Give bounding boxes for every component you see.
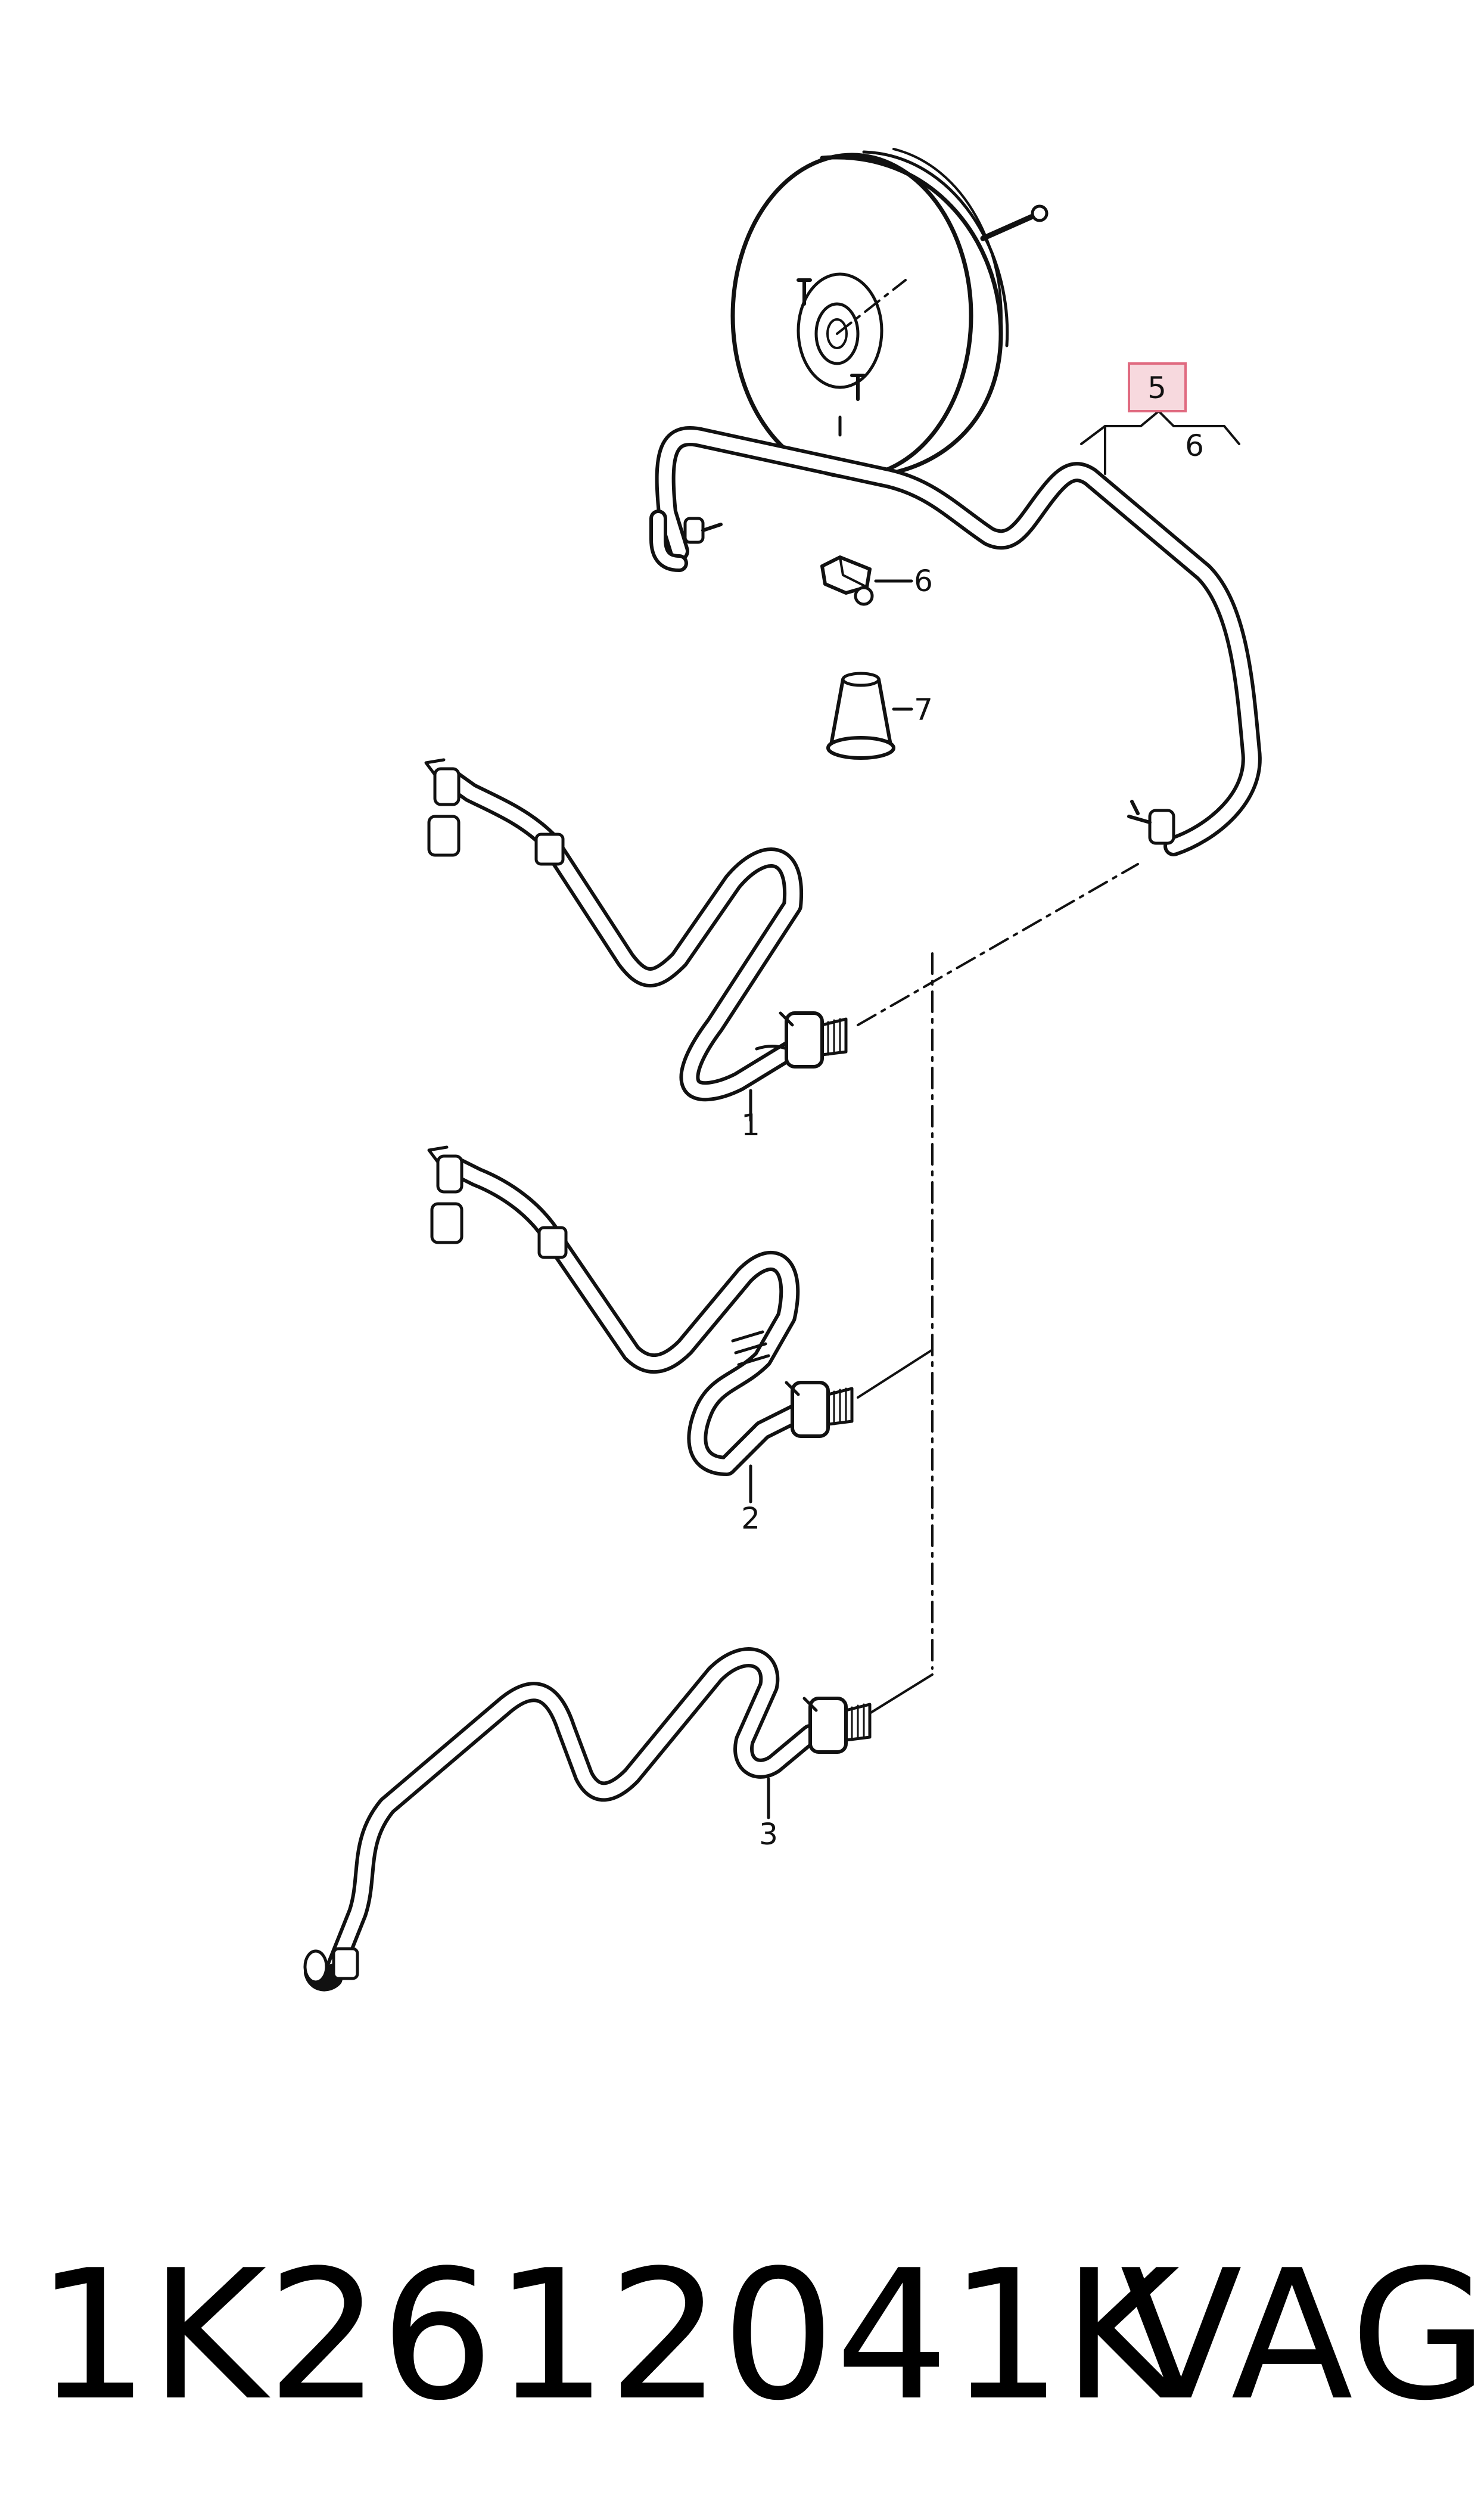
callout-5-bracket bbox=[1080, 410, 1240, 475]
assembly-guide-ticks bbox=[857, 1349, 934, 1714]
parts-diagram: 5 6 6 7 1 2 3 bbox=[303, 148, 1262, 1992]
vacuum-hose-variant-2 bbox=[427, 1145, 854, 1504]
brand-name: VAG bbox=[1120, 2232, 1484, 2440]
callout-5: 5 bbox=[1147, 371, 1166, 405]
brake-booster bbox=[730, 148, 1049, 479]
vacuum-hose-variant-3 bbox=[303, 1647, 872, 1992]
hose-clip bbox=[820, 555, 913, 606]
grommet bbox=[826, 672, 913, 760]
callout-3: 3 bbox=[759, 1817, 778, 1852]
callout-1: 1 bbox=[741, 1108, 760, 1142]
vacuum-hose-variant-1 bbox=[424, 758, 848, 1122]
assembly-guide-line bbox=[857, 863, 1139, 1670]
callout-6-upper: 6 bbox=[1185, 428, 1204, 463]
vacuum-hose-upper bbox=[649, 425, 1262, 856]
part-number: 1K2612041K bbox=[36, 2232, 1180, 2440]
callout-6-clip: 6 bbox=[914, 564, 933, 598]
callout-2: 2 bbox=[741, 1501, 760, 1536]
part-caption: 1K2612041K VAG bbox=[36, 2193, 1484, 2479]
callout-7: 7 bbox=[914, 692, 933, 727]
callout-5-highlight bbox=[1128, 362, 1187, 412]
